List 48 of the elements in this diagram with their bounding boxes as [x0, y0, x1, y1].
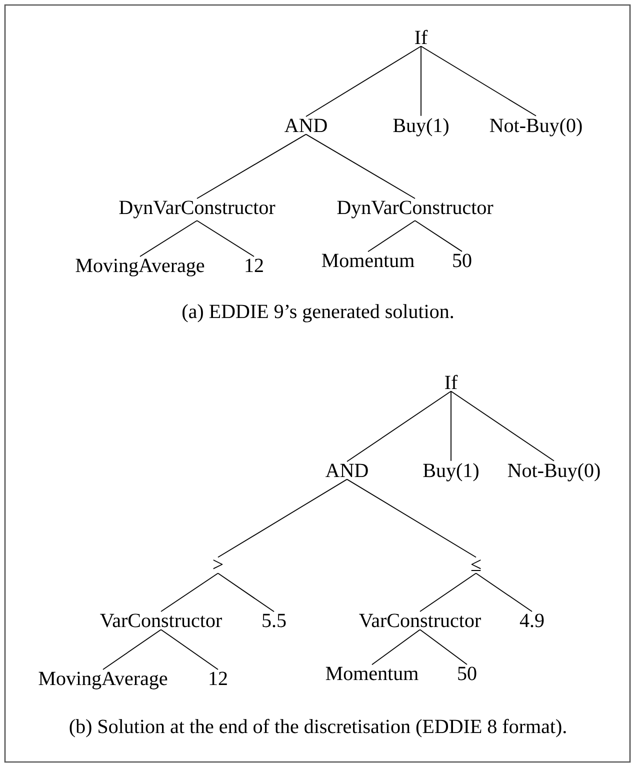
tree-node-text: Momentum	[322, 254, 414, 268]
tree-branch	[420, 46, 422, 116]
tree-branch	[450, 390, 554, 462]
tree-branch	[306, 46, 422, 117]
tree-node-text: Buy(1)	[423, 463, 478, 482]
tree-node-text: VarConstructor	[100, 614, 222, 628]
tree-branch	[218, 572, 274, 612]
tree-node-text: DynVarConstructor	[337, 200, 494, 218]
tree-branch	[218, 478, 348, 558]
tree-node-text: If	[415, 30, 428, 44]
tree-branch	[196, 220, 254, 257]
tree-node-text: 12	[210, 672, 227, 685]
tree-branch	[160, 572, 218, 612]
tree-branch	[414, 220, 462, 252]
tree-branch	[346, 390, 452, 462]
caption: (a) EDDIE 9’s generated solution.	[182, 304, 454, 322]
tree-branch	[476, 572, 532, 612]
tree-branch	[140, 220, 198, 257]
tree-node-text: 50	[453, 254, 472, 268]
tree-node-text: If	[445, 374, 458, 389]
tree-node-text: Momentum	[326, 666, 418, 680]
caption: (b) Solution at the end of the discretisation (EDDIE 8 format).	[70, 718, 566, 738]
tree-node-text: MovingAverage	[38, 672, 168, 690]
tree-branch	[420, 46, 536, 116]
tree-node-text: Not-Buy(0)	[490, 118, 582, 136]
tree-branch	[160, 629, 218, 670]
tree-branch	[196, 134, 306, 199]
tree-node-text: Buy(1)	[393, 118, 448, 136]
tree-branch	[420, 629, 468, 665]
tree-node-text: >	[213, 560, 223, 570]
tree-branch	[368, 220, 416, 252]
tree-node-text: VarConstructor	[359, 614, 481, 628]
tree-branch	[450, 390, 452, 462]
tree-node-text: MovingAverage	[76, 258, 204, 276]
tree-node-text: 4.9	[520, 614, 544, 628]
tree-node-text: AND	[326, 464, 368, 478]
tree-branch	[346, 478, 476, 558]
tree-node-text: DynVarConstructor	[119, 200, 276, 218]
tree-node-text: 12	[246, 258, 263, 272]
tree-node-text: 50	[458, 666, 476, 680]
tree-node-text: ≤	[471, 560, 481, 571]
tree-branch	[420, 572, 476, 612]
tree-branch	[372, 629, 420, 666]
tree-branch	[102, 629, 162, 670]
tree-node-text: 5.5	[262, 614, 286, 628]
tree-node-text: AND	[284, 118, 327, 132]
tree-node-text: Not-Buy(0)	[508, 463, 600, 482]
tree-branch	[306, 134, 416, 199]
